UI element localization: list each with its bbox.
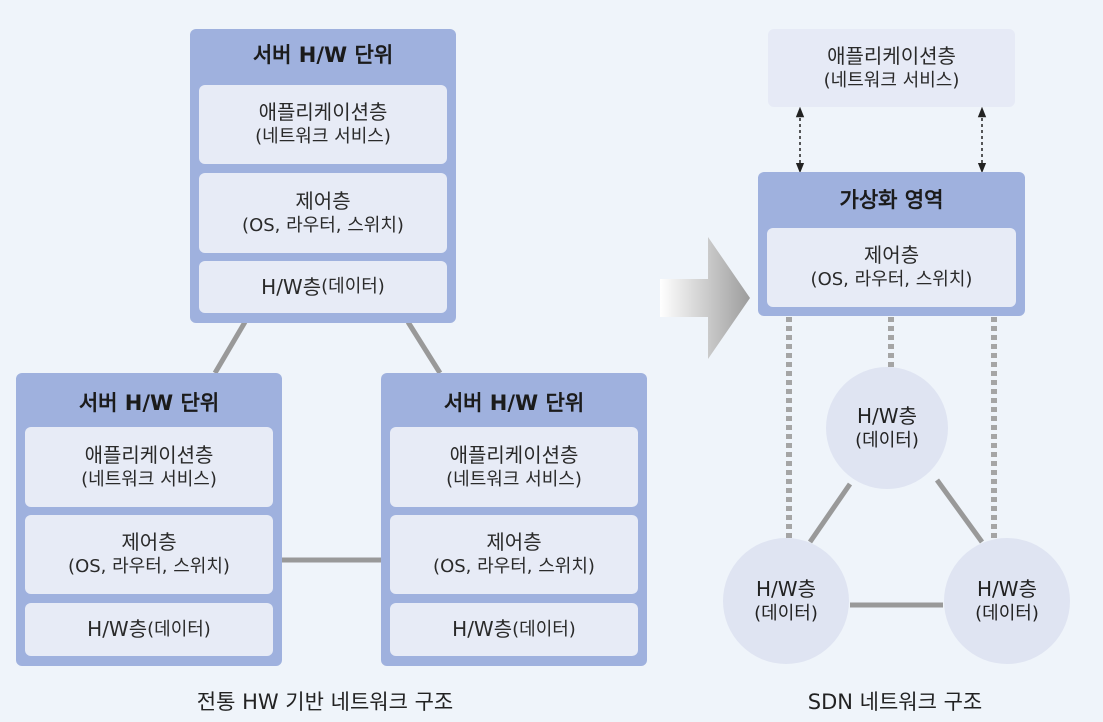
application-layer: 애플리케이션층 (네트워크 서비스) [390, 427, 638, 507]
connector-top-left [212, 320, 248, 375]
layer-name: 애플리케이션층 [84, 442, 214, 467]
application-layer: 애플리케이션층 (네트워크 서비스) [199, 85, 447, 164]
hw-layer: H/W층(데이터) [25, 603, 273, 656]
layer-detail: (네트워크 서비스) [81, 468, 217, 490]
layer-name: 애플리케이션층 [449, 442, 579, 467]
sdn-caption: SDN 네트워크 구조 [807, 690, 983, 714]
control-layer: 제어층 (OS, 라우터, 스위치) [767, 228, 1016, 307]
node-link-right [934, 478, 985, 544]
node-name: H/W층 [857, 404, 917, 429]
virtualization-region: 가상화 영역 제어층 (OS, 라우터, 스위치) [758, 172, 1025, 316]
layer-detail: (OS, 라우터, 스위치) [433, 556, 595, 578]
region-title: 가상화 영역 [839, 188, 944, 212]
unit-title: 서버 H/W 단위 [78, 391, 220, 415]
control-layer: 제어층 (OS, 라우터, 스위치) [25, 515, 273, 594]
node-detail: (데이터) [855, 430, 919, 452]
layer-name: 제어층 [486, 530, 542, 555]
node-name: H/W층 [977, 577, 1037, 602]
unit-title: 서버 H/W 단위 [443, 391, 585, 415]
layer-name: 애플리케이션층 [827, 43, 956, 68]
layer-detail: (데이터) [512, 618, 576, 640]
server-unit-top: 서버 H/W 단위 애플리케이션층 (네트워크 서비스) 제어층 (OS, 라우… [190, 29, 456, 323]
layer-name: H/W층 [87, 617, 148, 641]
layer-name: 제어층 [121, 530, 177, 555]
server-unit-right: 서버 H/W 단위 애플리케이션층 (네트워크 서비스) 제어층 (OS, 라우… [381, 373, 647, 666]
layer-detail: (OS, 라우터, 스위치) [242, 214, 404, 236]
node-detail: (데이터) [975, 603, 1039, 625]
layer-detail: (네트워크 서비스) [255, 126, 391, 148]
node-name: H/W층 [756, 577, 816, 602]
layer-detail: (데이터) [321, 276, 385, 298]
chevron-arrow-icon [660, 237, 750, 359]
layer-detail: (데이터) [147, 618, 211, 640]
control-layer: 제어층 (OS, 라우터, 스위치) [390, 515, 638, 594]
sdn-application-layer: 애플리케이션층 (네트워크 서비스) [768, 29, 1015, 107]
hw-node-left: H/W층 (데이터) [723, 538, 849, 664]
layer-detail: (네트워크 서비스) [823, 69, 960, 91]
layer-name: H/W층 [261, 274, 322, 299]
application-layer: 애플리케이션층 (네트워크 서비스) [25, 427, 273, 507]
hw-node-top: H/W층 (데이터) [826, 367, 948, 489]
control-layer: 제어층 (OS, 라우터, 스위치) [199, 173, 447, 253]
unit-title: 서버 H/W 단위 [252, 43, 394, 67]
layer-detail: (OS, 라우터, 스위치) [810, 269, 973, 291]
layer-detail: (네트워크 서비스) [446, 468, 582, 490]
connector-top-right [405, 320, 443, 375]
layer-name: H/W층 [452, 617, 513, 641]
hw-layer: H/W층(데이터) [199, 261, 447, 313]
traditional-caption: 전통 HW 기반 네트워크 구조 [196, 690, 454, 714]
server-unit-left: 서버 H/W 단위 애플리케이션층 (네트워크 서비스) 제어층 (OS, 라우… [16, 373, 282, 666]
layer-detail: (OS, 라우터, 스위치) [68, 556, 230, 578]
node-detail: (데이터) [754, 603, 818, 625]
node-link-left [807, 482, 853, 544]
layer-name: 제어층 [295, 188, 351, 213]
hw-layer: H/W층(데이터) [390, 603, 638, 656]
layer-name: 제어층 [863, 243, 920, 268]
layer-name: 애플리케이션층 [258, 100, 388, 125]
hw-node-right: H/W층 (데이터) [944, 538, 1070, 664]
